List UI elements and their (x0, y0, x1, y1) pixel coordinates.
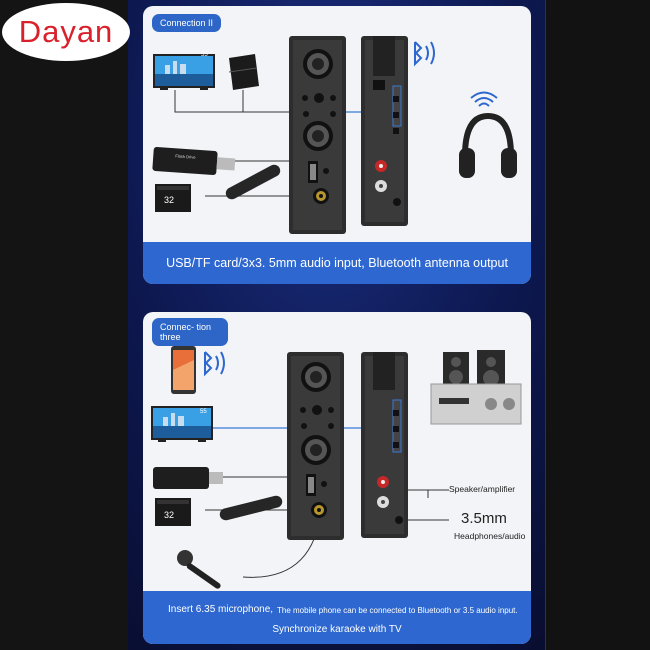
brand-logo: Dayan (2, 3, 130, 61)
mobile-phone-icon (171, 346, 196, 394)
divider (545, 0, 546, 650)
bluetooth-antenna-icon (225, 164, 281, 200)
decoder-rear-panel (361, 352, 408, 538)
speaker-amplifier-label: Speaker/amplifier (449, 484, 516, 494)
tf-card-icon: 32 (155, 184, 191, 212)
caption-bottom: Synchronize karaoke with TV (272, 624, 402, 635)
connection-two-panel: 55 Flash Drive 32 (143, 6, 531, 284)
game-console-icon (228, 54, 259, 90)
decoder-front-panel (287, 352, 344, 540)
tf-card-icon: 32 (155, 498, 191, 526)
headphones-icon (459, 112, 517, 178)
bluetooth-signal-icon (204, 351, 225, 377)
caption-band: Insert 6.35 microphone, The mobile phone… (143, 591, 531, 644)
speaker-amplifier-icon (430, 350, 522, 425)
tv-icon (153, 54, 215, 90)
wifi-signal-icon (470, 91, 498, 107)
usb-stick-text: Flash Drive (175, 153, 196, 159)
microphone-icon (177, 550, 221, 589)
connection-three-illustration: 55 32 (151, 346, 522, 589)
left-margin (0, 0, 128, 650)
tf-card-text: 32 (164, 510, 174, 520)
caption-left: Insert 6.35 microphone, (168, 604, 274, 615)
bluetooth-antenna-icon (219, 495, 283, 521)
tv-screen-number: 55 (200, 409, 207, 415)
connection-tag: Connection II (152, 14, 222, 32)
right-margin (546, 0, 650, 650)
jack-size-label: 3.5mm (461, 510, 507, 527)
usb-stick-icon (153, 467, 223, 489)
tv-icon (151, 406, 213, 442)
bluetooth-signal-icon (414, 41, 435, 67)
caption-text: USB/TF card/3x3. 5mm audio input, Blueto… (166, 256, 508, 270)
decoder-front-panel (289, 36, 346, 234)
caption-right: The mobile phone can be connected to Blu… (277, 606, 518, 615)
usb-stick-icon: Flash Drive (152, 146, 236, 176)
connection-two-illustration: 55 Flash Drive 32 (152, 36, 517, 234)
tv-screen-number: 55 (201, 52, 208, 58)
caption-band: USB/TF card/3x3. 5mm audio input, Blueto… (143, 242, 531, 284)
connection-tag: Connec- tion three (152, 318, 228, 346)
decoder-rear-panel (361, 36, 408, 226)
headphones-label: Headphones/audio (454, 531, 526, 541)
brand-logo-text: Dayan (18, 14, 114, 49)
connection-three-panel: 55 32 (143, 312, 531, 644)
tf-card-text: 32 (164, 195, 174, 205)
